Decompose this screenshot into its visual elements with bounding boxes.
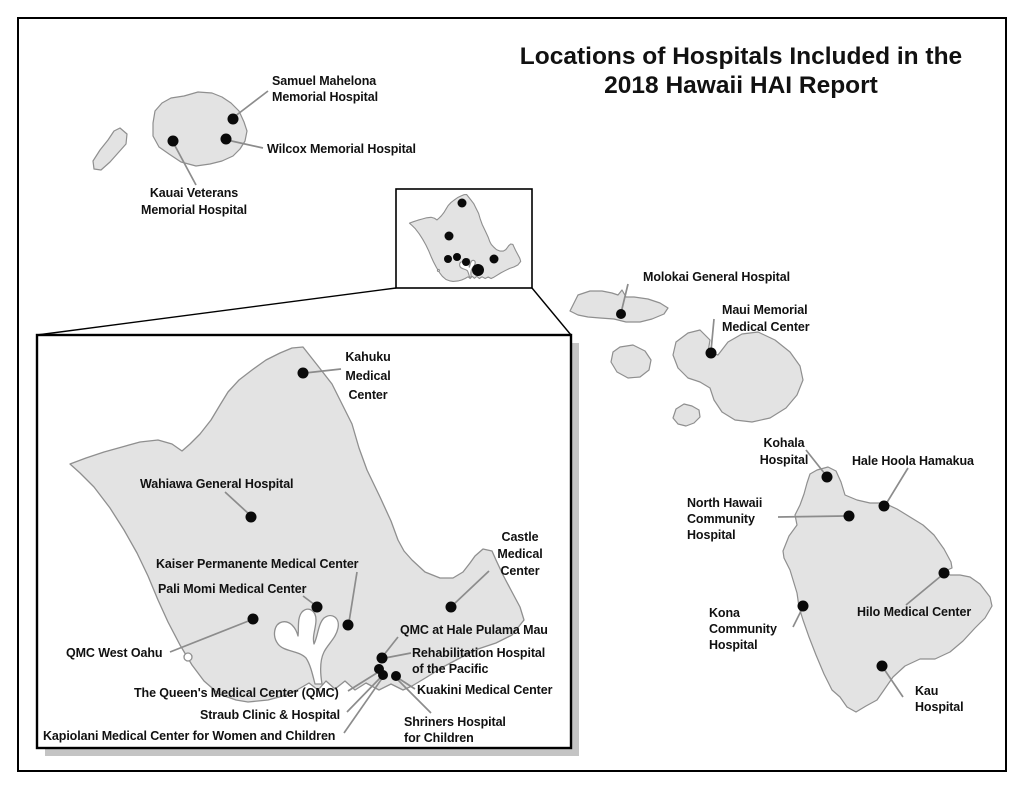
callout-line [905,575,942,606]
hospital-dot-north-hawaii [843,510,855,522]
callout-line [792,608,803,628]
hospital-dot-inset-mid-a [453,253,461,261]
hospital-dot-inset-north [457,198,467,208]
kahoolawe-island [672,403,701,427]
callout-line [347,670,381,692]
hospital-label-kuakini: Kuakini Medical Center [417,683,553,697]
hospital-dot-pali-momi [311,601,323,613]
hospital-dot-kau [876,660,888,672]
lanai-island [610,344,652,379]
callout-line [397,677,416,690]
hospital-label-straub: Straub Clinic & Hospital [200,708,340,722]
callout-line [805,449,826,475]
hospital-label-wahiawa: Wahiawa General Hospital [140,477,293,491]
hospital-dot-molokai-general [616,309,626,319]
hospital-dot-qmc-hale-pulama-rehab [376,652,388,664]
hospital-label-molokai-general: Molokai General Hospital [643,270,790,284]
hospital-dot-inset-west [444,255,452,263]
hospital-dot-kona-community [797,600,809,612]
hospital-dot-maui-memorial [705,347,717,359]
callout-line [224,491,251,516]
callout-line [169,619,252,653]
callout-line [382,636,399,657]
hospital-dot-kuakini-shriners [391,671,401,681]
hospital-dots-layer [167,113,950,681]
hospital-dot-wilcox [220,133,232,145]
hospital-dot-kohala [821,471,833,483]
hospital-dot-samuel-mahelona [227,113,239,125]
map-title-line2: 2018 Hawaii HAI Report [604,72,878,99]
inset-connector-left [36,287,397,336]
hospital-label-wilcox: Wilcox Memorial Hospital [267,142,416,156]
hospital-dot-kauai-veterans [167,135,179,147]
callout-line [304,368,342,374]
callout-line [710,318,715,352]
hospital-label-kaiser: Kaiser Permanente Medical Center [156,557,359,571]
callout-line [348,571,358,623]
hawaii-big-island [782,466,993,713]
hospital-dot-kaiser [342,619,354,631]
map-title-line1: Locations of Hospitals Included in the [520,43,962,70]
molokai-island [569,289,669,323]
hospital-dot-castle [445,601,457,613]
inset-connector-right [531,287,572,336]
hospital-dot-hale-hoola-hamakua [878,500,890,512]
hospital-label-hale-hoola-hamakua: Hale Hoola Hamakua [852,454,975,468]
hospital-label-qmc-hale-pulama: QMC at Hale Pulama Mau [400,623,548,637]
hospital-label-kapiolani: Kapiolani Medical Center for Women and C… [43,729,335,743]
callout-line [885,467,909,505]
callout-line [620,283,629,314]
niihau-island [92,127,128,171]
hospital-label-queens: The Queen's Medical Center (QMC) [134,686,339,700]
figure-frame [17,17,1007,772]
hospital-dot-qmc-west-oahu [247,613,259,625]
callout-lines-layer [169,90,942,734]
hospital-dot-inset-east [489,254,499,264]
callout-line [226,139,264,149]
callout-line [233,90,269,118]
callout-line [396,678,432,714]
callout-line [343,676,384,734]
callout-line [173,143,197,186]
callout-line [384,652,412,659]
hospital-label-qmc-west-oahu: QMC West Oahu [66,646,162,660]
hospital-dot-wahiawa [245,511,257,523]
hospital-dot-inset-mid-b [462,258,470,266]
callout-line [777,515,846,518]
hospital-dot-queens-b [378,670,388,680]
hospital-label-pali-momi: Pali Momi Medical Center [158,582,307,596]
hospital-dot-inset-central [444,231,454,241]
island-shapes [92,91,993,713]
callout-line [346,675,383,713]
callout-line [452,570,490,606]
hospital-dot-hilo [938,567,950,579]
callout-line [883,668,904,698]
hospital-label-hilo: Hilo Medical Center [857,605,971,619]
hospital-dot-kahuku [297,367,309,379]
hospital-dot-inset-honolulu [472,264,484,276]
